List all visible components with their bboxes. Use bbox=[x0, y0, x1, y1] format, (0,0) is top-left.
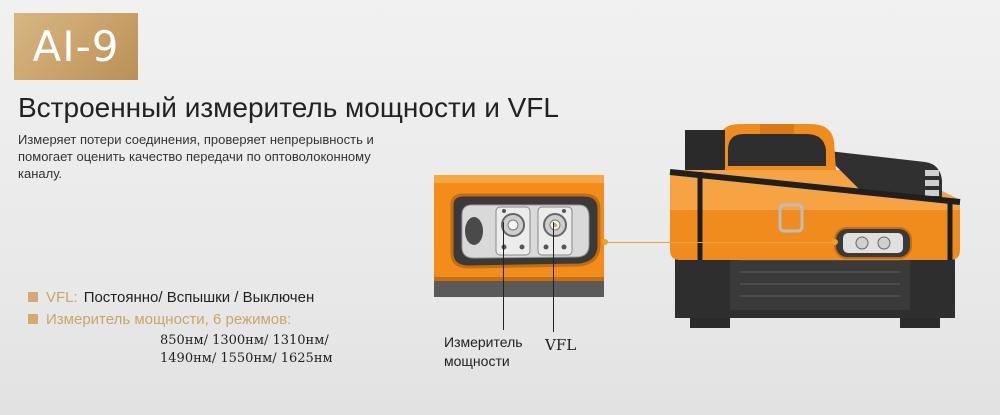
ports-closeup-illustration bbox=[434, 175, 604, 297]
callout-line bbox=[606, 242, 834, 243]
wavelength-modes-line1: 850нм/ 1300нм/ 1310нм/ bbox=[160, 333, 329, 348]
power-meter-label-line1: Измеритель bbox=[444, 334, 523, 350]
fusion-splicer-illustration bbox=[669, 124, 961, 328]
wavelength-modes: 850нм/ 1300нм/ 1310нм/ 1490нм/ 1550нм/ 1… bbox=[160, 332, 333, 368]
feature-vfl-key: VFL: bbox=[46, 288, 78, 306]
feature-vfl-value: Постоянно/ Вспышки / Выключен bbox=[83, 288, 315, 306]
ports-closeup-image bbox=[434, 175, 604, 297]
feature-list: VFL: Постоянно/ Вспышки / Выключен Измер… bbox=[28, 286, 314, 330]
description-text: Измеряет потери соединения, проверяет не… bbox=[18, 132, 374, 181]
wavelength-modes-line2: 1490нм/ 1550нм/ 1625нм bbox=[160, 351, 333, 366]
bullet-square-icon bbox=[28, 292, 38, 302]
bullet-square-icon bbox=[28, 314, 38, 324]
power-meter-label: Измеритель мощности bbox=[444, 333, 523, 371]
feature-vfl: VFL: Постоянно/ Вспышки / Выключен bbox=[28, 286, 314, 308]
power-meter-pointer-line bbox=[503, 222, 504, 330]
vfl-label: VFL bbox=[545, 336, 577, 354]
model-badge: AI-9 bbox=[14, 13, 138, 80]
callout-dot-left bbox=[602, 239, 608, 245]
page-title: Встроенный измеритель мощности и VFL bbox=[18, 92, 559, 123]
vfl-pointer-line bbox=[553, 222, 554, 332]
feature-power-meter-key: Измеритель мощности, 6 режимов: bbox=[46, 310, 292, 328]
fusion-splicer-image bbox=[660, 110, 980, 335]
power-meter-label-line2: мощности bbox=[444, 353, 510, 369]
callout-dot-right bbox=[832, 239, 838, 245]
feature-power-meter: Измеритель мощности, 6 режимов: bbox=[28, 308, 314, 330]
model-badge-text: AI-9 bbox=[32, 22, 120, 71]
